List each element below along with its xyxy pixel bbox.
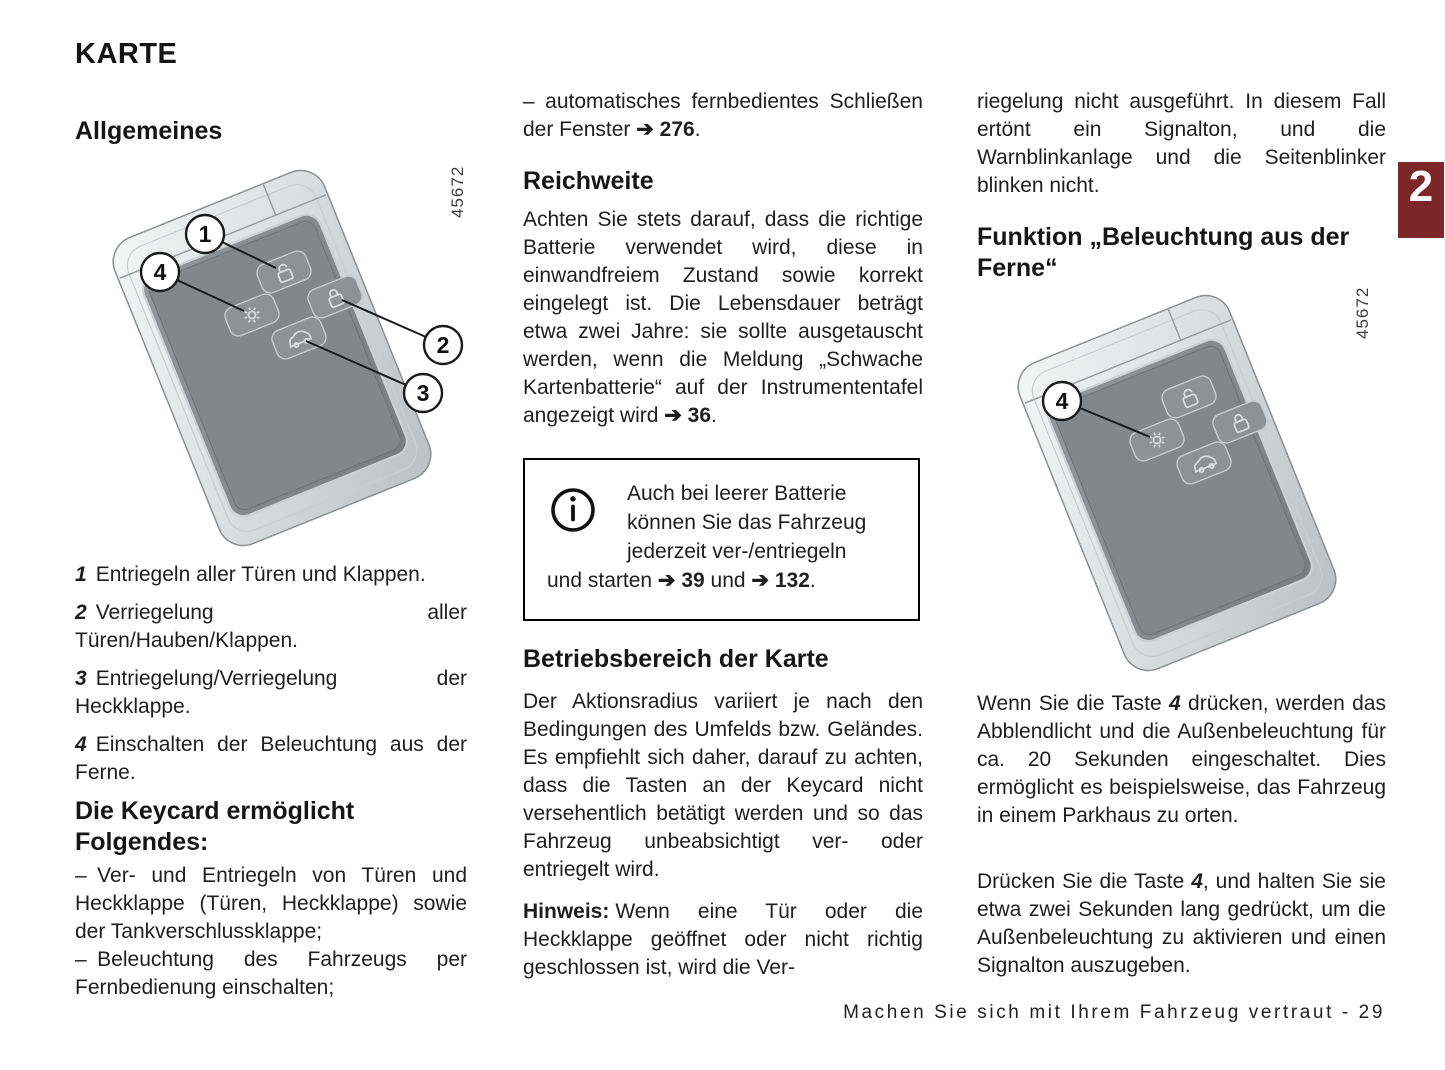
callout-3: 3	[402, 372, 444, 414]
section-heading-betriebsbereich: Betriebsbereich der Karte	[523, 645, 829, 673]
hinweis-label: Hinweis:	[523, 900, 610, 923]
section-heading-reichweite: Reichweite	[523, 167, 654, 195]
callout-lines	[176, 241, 427, 386]
svg-text:4: 4	[154, 259, 167, 285]
bullet-item: – Ver- und Entriegeln von Türen und Heck…	[75, 864, 467, 943]
hinweis-paragraph: Hinweis:Wenn eine Tür oder die Heckklapp…	[523, 900, 923, 979]
chapter-number: 2	[1408, 162, 1434, 211]
callout-2: 2	[422, 324, 464, 366]
keycard-bullet-list: – Ver- und Entriegeln von Türen und Heck…	[75, 862, 467, 1002]
svg-text:1: 1	[199, 221, 212, 247]
page-reference: ➔ 39	[657, 569, 705, 592]
page-footer: Machen Sie sich mit Ihrem Fahrzeug vertr…	[843, 1002, 1385, 1023]
remote-light-paragraph-2: Drücken Sie die Taste 4, und halten Sie …	[977, 870, 1386, 977]
info-line: jederzeit ver-/entriegeln	[627, 540, 847, 563]
callout-lines	[1079, 407, 1151, 438]
button-reference: 4	[1169, 692, 1181, 715]
section-heading-allgemeines: Allgemeines	[75, 117, 223, 145]
info-line: und starten ➔ 39 und ➔ 132.	[547, 569, 816, 592]
figure-reference: 45672	[1353, 287, 1372, 339]
hinweis-continuation-paragraph: riegelung nicht ausgeführt. In diesem Fa…	[977, 90, 1386, 197]
reichweite-paragraph: Achten Sie stets darauf, dass die richti…	[523, 208, 923, 427]
page-reference: ➔ 36	[664, 404, 712, 427]
info-icon	[549, 486, 597, 539]
figure-reference: 45672	[448, 166, 467, 218]
info-box: Auch bei leerer Batterie können Sie das …	[523, 458, 920, 621]
keycard-figure-overview: 1 4 2 3 45672	[72, 160, 492, 560]
betriebsbereich-paragraph: Der Aktionsradius variiert je nach den B…	[523, 690, 923, 881]
callout-1: 1	[184, 213, 226, 255]
chapter-tab: 2	[1398, 162, 1444, 238]
subheading-keycard: Die Keycard ermöglicht Folgendes:	[75, 797, 355, 856]
page-title: KARTE	[75, 38, 178, 70]
info-line: Auch bei leerer Batterie	[627, 482, 847, 505]
button-reference: 4	[1191, 870, 1203, 893]
section-heading-funktion: Funktion „Beleuchtung aus der Ferne“	[977, 223, 1350, 282]
callout-4: 4	[139, 251, 181, 293]
page-reference: ➔ 276	[636, 118, 695, 141]
svg-text:2: 2	[437, 332, 450, 358]
callout-4: 4	[1041, 380, 1083, 422]
svg-text:3: 3	[417, 380, 430, 406]
info-line: können Sie das Fahrzeug	[627, 511, 867, 534]
bullet-item: – Beleuchtung des Fahrzeugs per Fernbedi…	[75, 948, 467, 999]
keycard-figure-remote-light: 4 45672	[977, 281, 1397, 681]
svg-text:4: 4	[1056, 388, 1069, 414]
remote-light-paragraph-1: Wenn Sie die Taste 4 drücken, werden das…	[977, 692, 1386, 827]
bullet-item-windows: – automatisches fernbedientes Schließen …	[523, 90, 923, 141]
page-reference: ➔ 132	[751, 569, 810, 592]
